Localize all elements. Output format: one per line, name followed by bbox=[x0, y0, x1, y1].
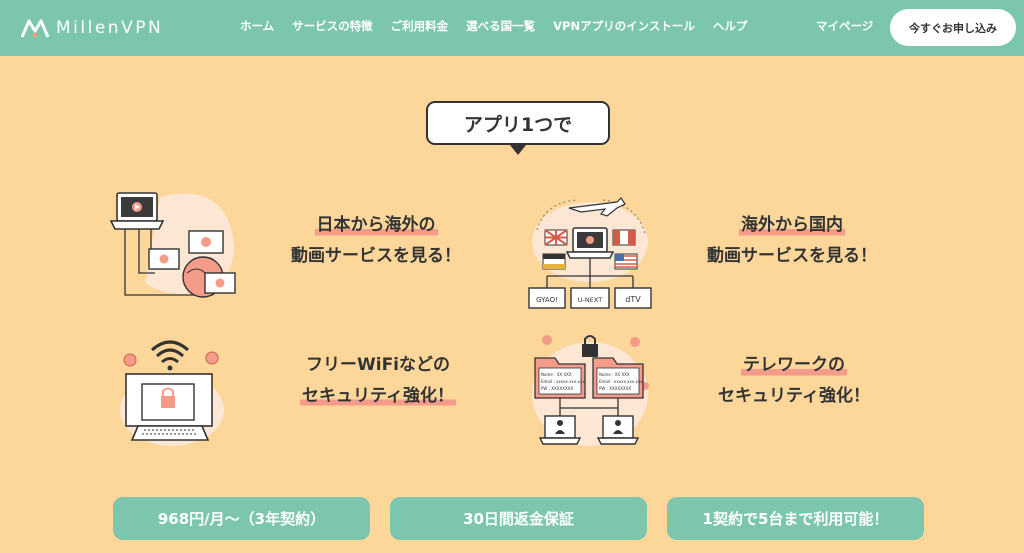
site-header: MillenVPN ホーム サービスの特徴 ご利用料金 選べる国一覧 VPNアプ… bbox=[0, 0, 1024, 56]
device-limit-pill: 1契約で5台まで利用可能！ bbox=[667, 497, 924, 540]
section-heading: アプリ1つで bbox=[426, 101, 610, 145]
main-nav: ホーム サービスの特徴 ご利用料金 選べる国一覧 VPNアプリのインストール ヘ… bbox=[240, 18, 765, 34]
feature-1-line2: 動画サービスを見る！ bbox=[291, 245, 461, 266]
mypage-link[interactable]: マイページ bbox=[816, 19, 874, 33]
feature-4-line2: セキュリティ強化！ bbox=[718, 385, 870, 406]
service-dtv-label: dTV bbox=[625, 295, 641, 304]
nav-item-install[interactable]: VPNアプリのインストール bbox=[553, 19, 695, 33]
feature-text-4: テレワークの セキュリティ強化！ bbox=[674, 350, 914, 411]
millenvpn-logo-icon bbox=[20, 19, 50, 38]
card-1-email: Email : xxxxx.xxx.xxx bbox=[541, 379, 585, 384]
nav-item-home[interactable]: ホーム bbox=[240, 19, 275, 33]
nav-item-pricing[interactable]: ご利用料金 bbox=[390, 19, 449, 33]
service-unext-label: U-NEXT bbox=[578, 296, 602, 304]
telework-security-illustration: Name : XX XXX Email : xxxxx.xxx.xxx PW :… bbox=[525, 330, 655, 452]
feature-3-line2: セキュリティ強化！ bbox=[300, 380, 456, 412]
domestic-streaming-illustration: GYAO! U-NEXT dTV bbox=[525, 190, 655, 315]
feature-2-line1: 海外から国内 bbox=[739, 210, 845, 241]
card-1-pw: PW : XXXXXXXX bbox=[541, 386, 573, 391]
feature-2-line2: 動画サービスを見る！ bbox=[707, 245, 877, 266]
card-1-name: Name : XX XXX bbox=[541, 372, 572, 377]
card-2-email: Email : xxxxx.xxx.xxx bbox=[599, 379, 643, 384]
card-2-pw: PW : XXXXXXXX bbox=[599, 386, 631, 391]
service-gyao-label: GYAO! bbox=[536, 296, 558, 304]
feature-3-line1: フリーWiFiなどの bbox=[305, 355, 451, 375]
feature-text-1: 日本から海外の 動画サービスを見る！ bbox=[256, 210, 496, 271]
nav-item-countries[interactable]: 選べる国一覧 bbox=[466, 19, 536, 33]
logo[interactable]: MillenVPN bbox=[20, 15, 163, 41]
wifi-security-illustration bbox=[112, 328, 232, 448]
brand-name: MillenVPN bbox=[56, 18, 164, 38]
overseas-streaming-illustration bbox=[105, 185, 245, 307]
feature-text-3: フリーWiFiなどの セキュリティ強化！ bbox=[258, 350, 498, 412]
nav-item-features[interactable]: サービスの特徴 bbox=[292, 19, 373, 33]
feature-4-line1: テレワークの bbox=[741, 350, 847, 381]
card-2-name: Name : XX XXX bbox=[599, 372, 630, 377]
feature-text-2: 海外から国内 動画サービスを見る！ bbox=[672, 210, 912, 271]
speech-bubble-tail bbox=[510, 145, 526, 155]
nav-item-help[interactable]: ヘルプ bbox=[712, 19, 748, 33]
refund-pill: 30日間返金保証 bbox=[390, 497, 647, 540]
price-pill: 968円/月～（3年契約） bbox=[113, 497, 370, 540]
feature-1-line1: 日本から海外の bbox=[314, 210, 438, 241]
apply-now-button[interactable]: 今すぐお申し込み bbox=[890, 9, 1016, 46]
